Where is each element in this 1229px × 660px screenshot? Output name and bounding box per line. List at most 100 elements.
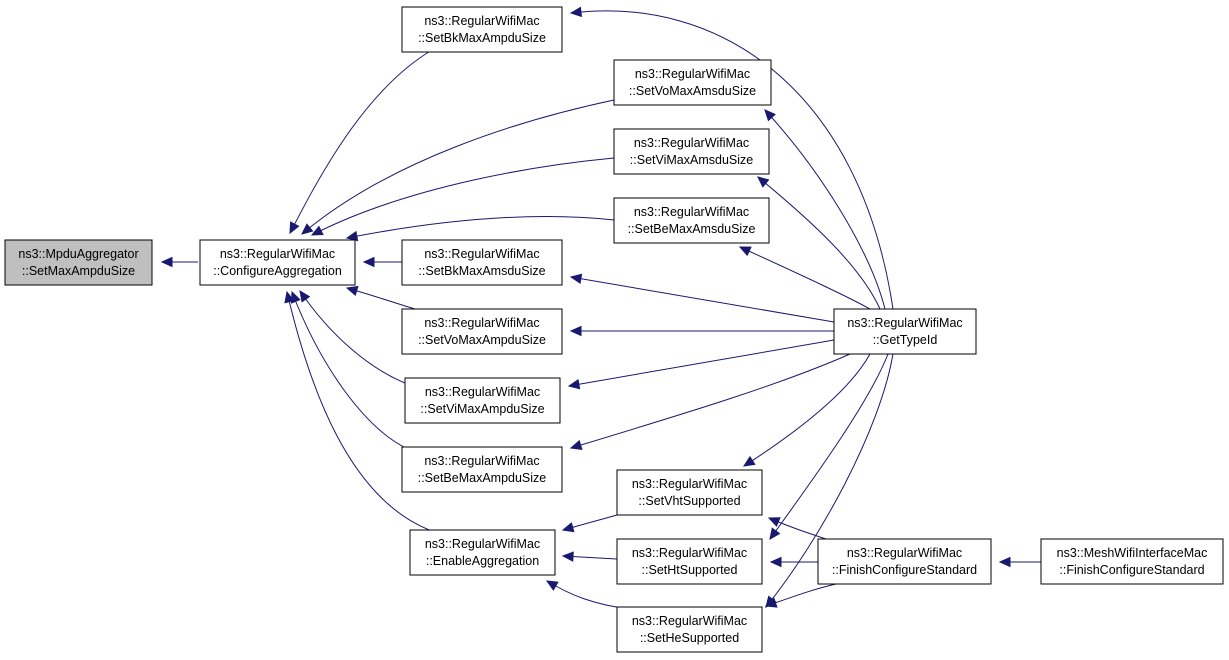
edge-set-vi-max-amsdu-to-configure-aggregation — [311, 157, 615, 236]
arrowhead — [284, 290, 295, 304]
node-get-type-id[interactable]: ns3::RegularWifiMac::GetTypeId — [833, 308, 977, 355]
arrowhead — [561, 522, 575, 533]
edge-set-be-max-amsdu-to-configure-aggregation — [346, 216, 615, 239]
node-label-method: ::SetVoMaxAmpduSize — [418, 333, 546, 347]
node-set-vht-supported[interactable]: ns3::RegularWifiMac::SetVhtSupported — [616, 469, 763, 516]
node-label-namespace: ns3::MpduAggregator — [18, 247, 138, 261]
node-label-namespace: ns3::RegularWifiMac — [634, 205, 749, 219]
node-box — [616, 606, 763, 653]
node-box — [613, 59, 772, 106]
arrowhead — [299, 290, 311, 303]
node-label-namespace: ns3::RegularWifiMac — [635, 67, 750, 81]
edge-get-type-id-to-set-bk-max-ampdu — [570, 10, 894, 310]
node-label-method: ::SetHtSupported — [642, 563, 738, 577]
node-set-vi-max-amsdu[interactable]: ns3::RegularWifiMac::SetViMaxAmsduSize — [613, 128, 770, 175]
arrowhead — [569, 273, 583, 284]
edge-get-type-id-to-set-vo-max-amsdu — [764, 109, 886, 310]
node-box — [409, 529, 556, 576]
node-set-vi-max-ampdu[interactable]: ns3::RegularWifiMac::SetViMaxAmpduSize — [404, 377, 561, 424]
node-box — [817, 538, 992, 585]
arrowhead — [769, 527, 781, 540]
edge-get-type-id-to-set-vi-max-amsdu — [757, 176, 881, 310]
arrowhead — [757, 176, 770, 188]
arrowhead — [742, 455, 756, 467]
node-label-namespace: ns3::RegularWifiMac — [220, 247, 335, 261]
node-label-method: ::FinishConfigureStandard — [1059, 563, 1204, 577]
edge-get-type-id-to-set-vht-supported — [743, 353, 871, 467]
node-box — [4, 239, 153, 286]
arrowhead — [569, 6, 583, 18]
arrowhead — [289, 221, 300, 235]
node-mpdu-setmax[interactable]: ns3::MpduAggregator::SetMaxAmpduSize — [4, 239, 153, 286]
node-label-method: ::SetHeSupported — [640, 631, 739, 645]
arrowhead — [569, 439, 583, 451]
nodes: ns3::MpduAggregator::SetMaxAmpduSizens3:… — [4, 6, 1224, 653]
edge-get-type-id-to-set-ht-supported — [769, 353, 889, 540]
edge-get-type-id-to-set-he-supported — [765, 353, 894, 608]
node-label-namespace: ns3::RegularWifiMac — [632, 477, 747, 491]
node-box — [613, 197, 770, 244]
node-label-namespace: ns3::RegularWifiMac — [424, 14, 539, 28]
edge-set-vo-max-amsdu-to-configure-aggregation — [301, 99, 615, 235]
edge-enable-aggregation-to-configure-aggregation — [286, 291, 433, 532]
node-set-bk-max-amsdu[interactable]: ns3::RegularWifiMac::SetBkMaxAmsduSize — [401, 239, 563, 286]
node-box — [401, 6, 563, 53]
node-label-method: ::GetTypeId — [873, 333, 938, 347]
node-box — [401, 446, 563, 493]
node-label-method: ::FinishConfigureStandard — [832, 563, 977, 577]
edge-get-type-id-to-set-bk-max-amsdu — [570, 276, 835, 323]
node-enable-aggregation[interactable]: ns3::RegularWifiMac::EnableAggregation — [409, 529, 556, 576]
arrowhead — [738, 246, 752, 257]
node-set-he-supported[interactable]: ns3::RegularWifiMac::SetHeSupported — [616, 606, 763, 653]
node-set-be-max-ampdu[interactable]: ns3::RegularWifiMac::SetBeMaxAmpduSize — [401, 446, 563, 493]
arrowhead — [769, 556, 782, 568]
arrowhead — [310, 225, 324, 236]
node-label-namespace: ns3::MeshWifiInterfaceMac — [1057, 546, 1208, 560]
node-label-namespace: ns3::RegularWifiMac — [634, 136, 749, 150]
edge-get-type-id-to-set-be-max-amsdu — [739, 246, 871, 310]
edge-set-he-supported-to-enable-aggregation — [546, 580, 631, 610]
edge-set-vi-max-ampdu-to-configure-aggregation — [299, 290, 411, 386]
arrowhead — [764, 597, 778, 608]
node-box — [613, 128, 770, 175]
node-set-ht-supported[interactable]: ns3::RegularWifiMac::SetHtSupported — [616, 538, 763, 585]
arrowhead — [767, 517, 781, 527]
node-finish-configure-standard[interactable]: ns3::RegularWifiMac::FinishConfigureStan… — [817, 538, 992, 585]
node-label-method: ::SetVhtSupported — [638, 494, 740, 508]
node-box — [1040, 538, 1224, 585]
node-mesh-finish-configure-standard[interactable]: ns3::MeshWifiInterfaceMac::FinishConfigu… — [1040, 538, 1224, 585]
node-label-namespace: ns3::RegularWifiMac — [424, 316, 539, 330]
node-label-namespace: ns3::RegularWifiMac — [632, 546, 747, 560]
node-set-vo-max-amsdu[interactable]: ns3::RegularWifiMac::SetVoMaxAmsduSize — [613, 59, 772, 106]
node-box — [616, 538, 763, 585]
arrowhead — [569, 325, 582, 337]
node-label-namespace: ns3::RegularWifiMac — [847, 316, 962, 330]
arrowhead — [160, 256, 173, 268]
node-label-namespace: ns3::RegularWifiMac — [424, 247, 539, 261]
edge-set-bk-max-ampdu-to-configure-aggregation — [289, 49, 433, 234]
node-set-be-max-amsdu[interactable]: ns3::RegularWifiMac::SetBeMaxAmsduSize — [613, 197, 770, 244]
node-label-namespace: ns3::RegularWifiMac — [425, 537, 540, 551]
node-label-method: ::SetViMaxAmsduSize — [630, 153, 753, 167]
node-label-method: ::SetBkMaxAmpduSize — [418, 31, 546, 45]
node-box — [616, 469, 763, 516]
node-label-namespace: ns3::RegularWifiMac — [424, 454, 539, 468]
arrowhead — [345, 230, 359, 242]
node-box — [199, 239, 356, 286]
node-label-method: ::SetBeMaxAmsduSize — [628, 222, 756, 236]
node-set-bk-max-ampdu[interactable]: ns3::RegularWifiMac::SetBkMaxAmpduSize — [401, 6, 563, 53]
arrowhead — [362, 256, 375, 268]
node-label-method: ::SetBkMaxAmsduSize — [418, 264, 545, 278]
node-label-method: ::SetMaxAmpduSize — [22, 264, 135, 278]
node-label-method: ::SetVoMaxAmsduSize — [629, 84, 756, 98]
arrowhead — [561, 551, 574, 562]
edges — [160, 6, 1041, 610]
arrowhead — [764, 109, 776, 122]
arrowhead — [345, 285, 359, 296]
node-box — [401, 239, 563, 286]
arrowhead — [545, 580, 559, 591]
edge-get-type-id-to-set-be-max-ampdu — [570, 353, 851, 449]
node-configure-aggregation[interactable]: ns3::RegularWifiMac::ConfigureAggregatio… — [199, 239, 356, 286]
node-set-vo-max-ampdu[interactable]: ns3::RegularWifiMac::SetVoMaxAmpduSize — [401, 308, 563, 355]
